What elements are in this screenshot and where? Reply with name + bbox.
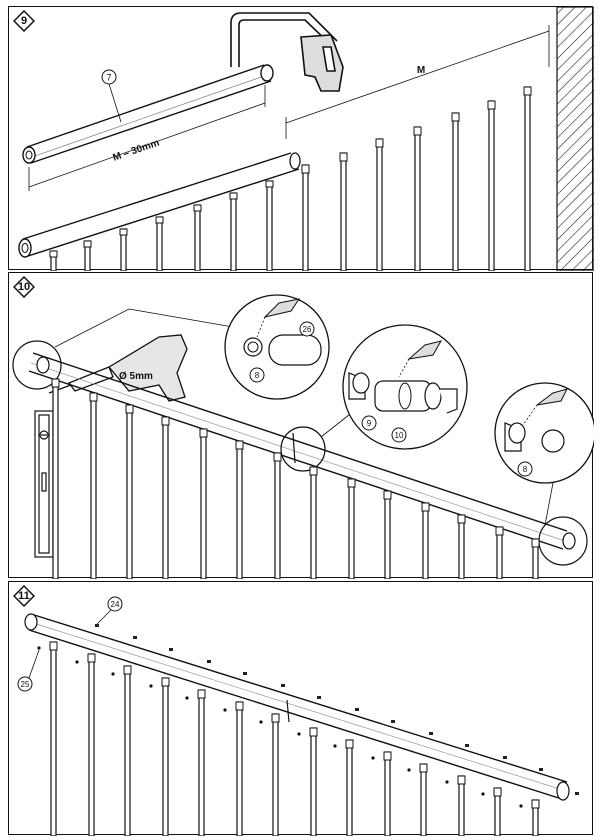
detail-end-plug <box>494 382 594 484</box>
step-10-panel: Ø 5mm <box>8 272 594 579</box>
step-10-number: 10 <box>17 281 31 293</box>
balusters <box>52 378 539 579</box>
handrail <box>24 613 570 801</box>
step-9-number: 9 <box>20 15 28 27</box>
handrail <box>28 352 568 550</box>
baluster-clips <box>49 86 532 258</box>
callout-24-label: 24 <box>111 600 120 609</box>
step-10-illustration: Ø 5mm <box>12 294 594 579</box>
callout-8-left: 8 <box>249 367 265 383</box>
callout-10: 10 <box>391 427 407 443</box>
handrail-installed <box>18 152 301 258</box>
callout-9: 9 <box>361 415 377 431</box>
callout-9-label: 9 <box>367 419 372 428</box>
step-9-badge: 9 <box>12 9 36 33</box>
step-9-illustration: 7 M – 30mm M <box>18 7 594 271</box>
baluster-clips <box>51 378 540 548</box>
balusters <box>50 641 539 836</box>
screws-top <box>95 624 579 795</box>
detail-circle-left-end <box>12 340 62 390</box>
callout-8a-label: 8 <box>255 371 260 380</box>
drill-diameter-label: Ø 5mm <box>119 371 153 382</box>
callout-24: 24 <box>96 596 123 625</box>
step-9-panel: 7 M – 30mm M <box>8 6 594 271</box>
callout-7-label: 7 <box>106 73 111 83</box>
handrail-cut-piece <box>22 64 274 164</box>
step-11-badge: 11 <box>12 584 36 608</box>
baluster-clips <box>49 641 540 809</box>
dimension-m-label: M <box>417 65 425 76</box>
step-10-badge: 10 <box>12 275 36 299</box>
saw-icon <box>230 12 344 92</box>
drill-icon <box>48 334 188 402</box>
callout-8b-label: 8 <box>523 465 528 474</box>
callout-25-label: 25 <box>21 680 30 689</box>
wall-bracket <box>34 410 54 558</box>
detail-end-cap <box>224 294 330 400</box>
screws-bottom <box>37 646 523 808</box>
callout-7: 7 <box>101 69 122 123</box>
detail-circle-joint <box>280 426 326 472</box>
callout-10-label: 10 <box>395 431 404 440</box>
detail-leaders <box>54 308 554 526</box>
step-11-number: 11 <box>18 590 30 602</box>
callout-8-right: 8 <box>517 461 533 477</box>
callout-25: 25 <box>17 649 40 692</box>
callout-26: 26 <box>299 321 315 337</box>
balusters-right <box>302 86 531 271</box>
dimension-cut-length: M – 30mm <box>28 85 266 191</box>
wall <box>556 7 594 271</box>
callout-26-label: 26 <box>303 325 312 334</box>
dimension-full-length: M <box>285 25 550 139</box>
step-11-panel: 24 25 <box>8 581 593 836</box>
dimension-cut-label: M – 30mm <box>112 138 161 164</box>
detail-connector <box>342 324 468 450</box>
step-11-illustration: 24 25 <box>17 596 579 836</box>
